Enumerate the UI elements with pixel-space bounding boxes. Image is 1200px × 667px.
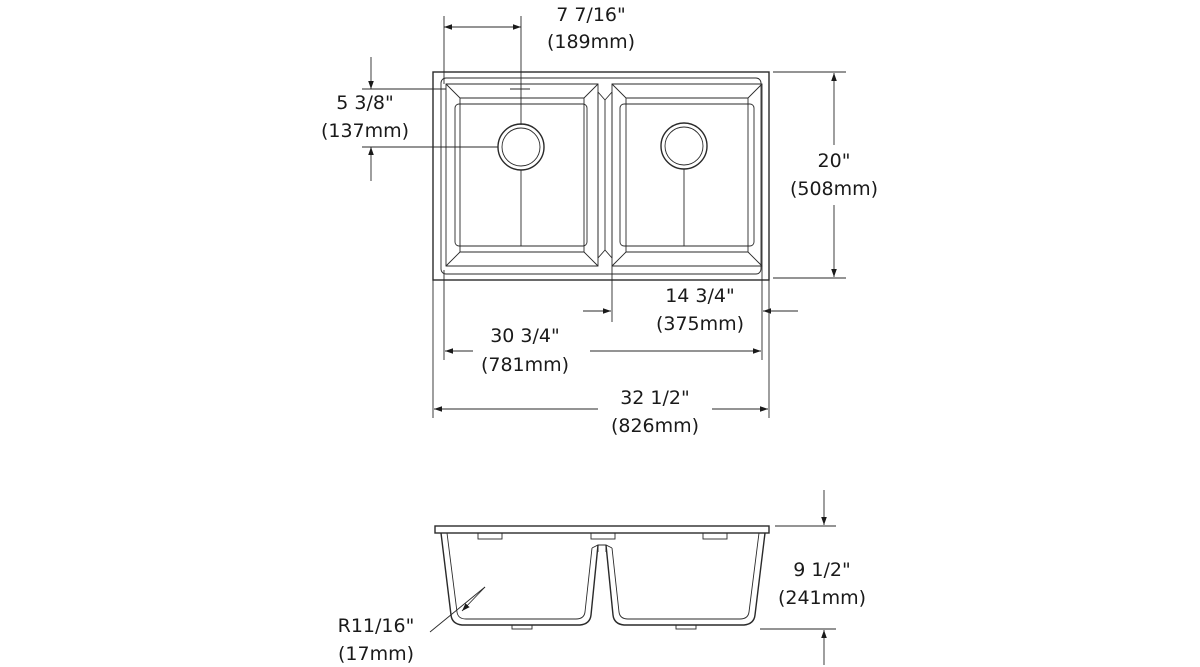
bowl-width-imperial: 14 3/4" — [665, 285, 735, 307]
offset-height-metric: (137mm) — [321, 120, 409, 142]
bowl-width-metric: (375mm) — [656, 313, 744, 335]
top-view — [432, 71, 770, 281]
inner-flange — [440, 77, 762, 275]
offset-width-metric: (189mm) — [547, 31, 635, 53]
dim-total-width: 32 1/2" (826mm) — [432, 280, 770, 437]
side-view — [434, 525, 770, 630]
outer-flange — [432, 71, 770, 281]
inner-width-metric: (781mm) — [481, 354, 569, 376]
side-right-bowl — [605, 532, 766, 626]
left-drain-icon — [497, 123, 545, 171]
dim-offset-width: 7 7/16" (189mm) — [443, 4, 635, 125]
total-width-metric: (826mm) — [611, 415, 699, 437]
corner-radius-metric: (17mm) — [338, 643, 414, 665]
dim-total-depth: 20" (508mm) — [773, 71, 878, 279]
total-depth-imperial: 20" — [818, 150, 851, 172]
dim-bowl-width: 14 3/4" (375mm) — [583, 266, 798, 335]
corner-radius-imperial: R11/16" — [338, 615, 415, 637]
dim-inner-width: 30 3/4" (781mm) — [443, 270, 763, 376]
total-width-imperial: 32 1/2" — [620, 387, 690, 409]
dim-offset-height: 5 3/8" (137mm) — [321, 57, 498, 181]
side-flange — [434, 525, 770, 534]
offset-height-imperial: 5 3/8" — [336, 92, 393, 114]
side-left-bowl — [440, 532, 599, 626]
bowl-height-metric: (241mm) — [778, 587, 866, 609]
dim-bowl-height: 9 1/2" (241mm) — [760, 490, 866, 665]
right-drain-icon — [660, 122, 708, 170]
dim-corner-radius: R11/16" (17mm) — [338, 586, 486, 665]
right-bowl — [611, 83, 763, 267]
bowl-height-imperial: 9 1/2" — [793, 559, 850, 581]
center-divider — [597, 91, 613, 259]
total-depth-metric: (508mm) — [790, 178, 878, 200]
inner-width-imperial: 30 3/4" — [490, 325, 560, 347]
offset-width-imperial: 7 7/16" — [556, 4, 626, 26]
left-bowl — [445, 83, 599, 267]
